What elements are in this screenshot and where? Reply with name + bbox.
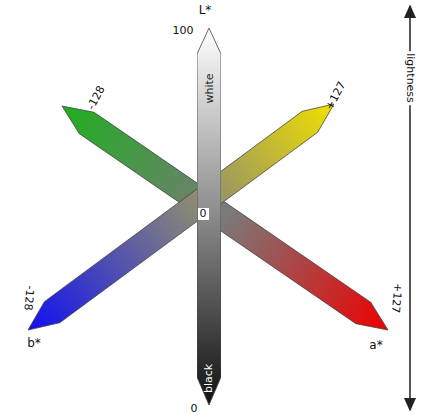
bar-label: black	[203, 363, 216, 392]
axis-title: lightness	[404, 51, 416, 105]
scale-value: +127	[389, 282, 404, 313]
a-axis-arm	[62, 106, 388, 330]
axis-name: a*	[369, 339, 382, 352]
axis-name: b*	[27, 337, 41, 350]
scale-value: 100	[173, 25, 194, 37]
origin-value: 0	[198, 208, 209, 220]
b-axis-arm	[28, 104, 334, 330]
scale-value: -128	[85, 84, 107, 112]
lightness-arrow	[409, 208, 411, 410]
scale-value: +127	[324, 80, 349, 112]
scale-value: -128	[21, 285, 35, 311]
axis-name: L*	[199, 4, 212, 17]
scale-value: 0	[191, 403, 198, 415]
bar-label: white	[203, 73, 216, 103]
lightness-arrow	[409, 6, 411, 208]
